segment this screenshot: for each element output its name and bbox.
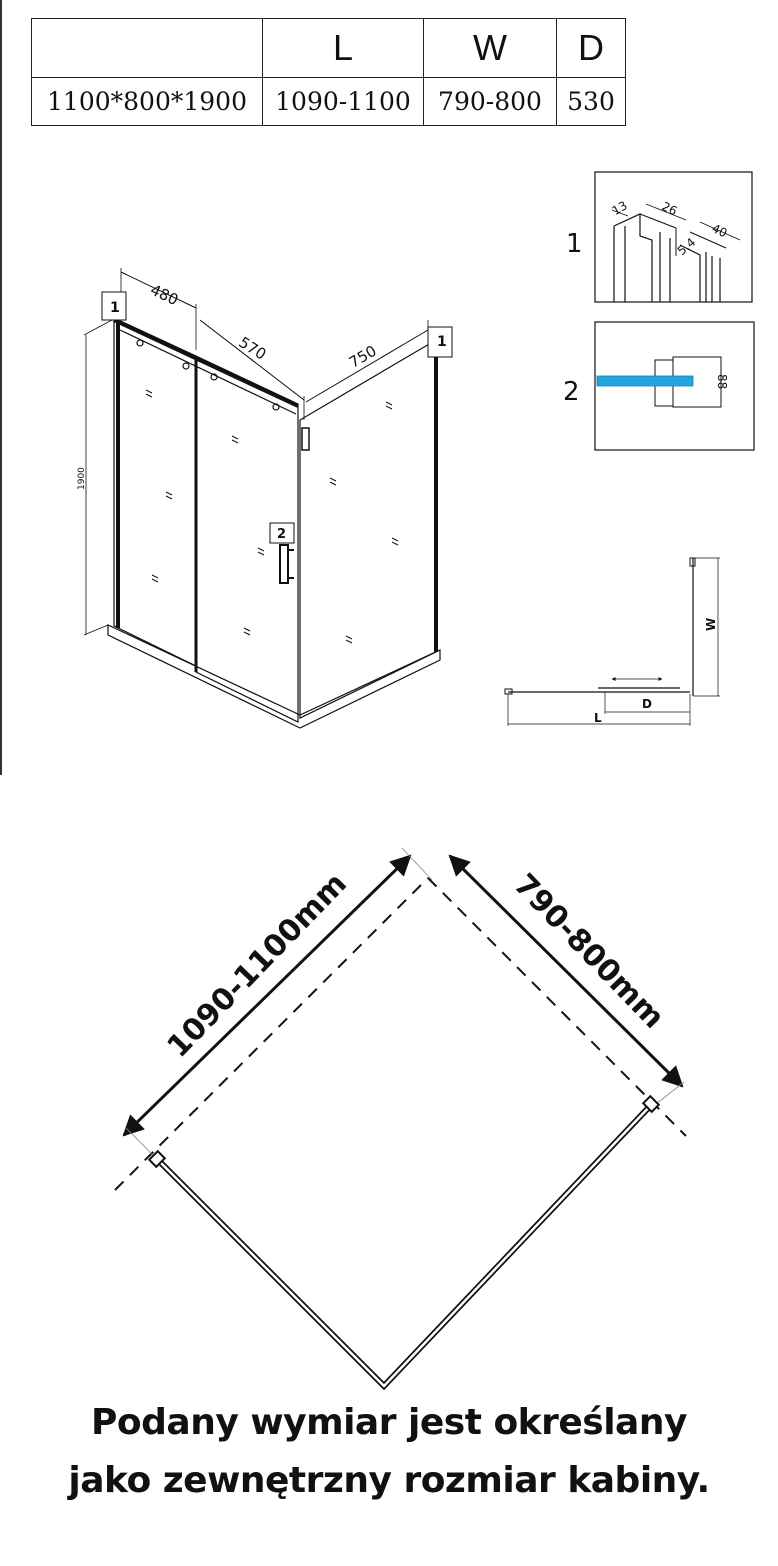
roller-3 — [210, 373, 218, 381]
corner-dashed-right — [427, 877, 687, 1137]
corner-length-label: 1090-1100mm — [161, 866, 354, 1064]
note-line-2: jako zewnętrzny rozmiar kabiny. — [68, 1460, 710, 1501]
dim-label-1900: 1900 — [77, 467, 87, 490]
marker-box-1-right — [427, 326, 453, 358]
roller-4 — [272, 403, 280, 411]
marker-1-left: 1 — [110, 300, 120, 316]
corner-left-cap — [147, 1149, 167, 1169]
detail-2-glass — [596, 375, 694, 387]
spec-value-w: 790-800 — [423, 77, 557, 126]
corner-panels-inner — [157, 1103, 653, 1388]
detail-1-dim-40: 40 — [710, 221, 730, 240]
detail-1-frame — [594, 171, 753, 303]
right-side-panel — [299, 338, 437, 719]
corner-ext-right — [655, 1081, 685, 1105]
shower-tray — [107, 624, 441, 729]
detail-1-profile — [594, 171, 753, 303]
plan-label-l: L — [594, 711, 602, 725]
spec-value-size: 1100*800*1900 — [31, 77, 263, 126]
ext-line-5 — [83, 319, 113, 336]
dim-line-570 — [199, 319, 305, 401]
ext-line-6 — [83, 624, 109, 636]
detail-1-dim-5-4: 5.4 — [675, 235, 699, 258]
spec-table: L W D 1100*800*1900 1090-1100 790-800 53… — [31, 18, 626, 126]
detail-2-frame — [594, 321, 755, 451]
plan-front-cap — [504, 688, 513, 695]
spec-value-d: 530 — [556, 77, 626, 126]
marker-2: 2 — [277, 527, 286, 542]
detail-2-label: 2 — [563, 377, 580, 407]
d1-dim-26 — [645, 203, 687, 221]
corner-dim-length — [122, 854, 412, 1137]
corner-panels-outer — [155, 1101, 655, 1391]
roller-2 — [182, 362, 190, 370]
corner-right-cap — [641, 1094, 661, 1114]
dim-label-480: 480 — [148, 281, 182, 309]
glass-reflection-marks — [145, 389, 399, 644]
dim-line-480 — [120, 271, 197, 309]
corner-bracket — [301, 427, 310, 451]
roller-1 — [136, 339, 144, 347]
dim-label-750: 750 — [346, 342, 380, 372]
detail-2-dim-88: 88 — [715, 374, 729, 389]
d1-dim-13 — [611, 209, 629, 217]
plan-label-d: D — [642, 697, 652, 711]
dim-label-570: 570 — [236, 333, 270, 363]
plan-view — [504, 557, 720, 726]
corner-dim-width — [448, 854, 684, 1088]
top-rail-lower — [119, 329, 297, 415]
spec-value-l: 1090-1100 — [262, 77, 424, 126]
left-fixed-panel — [113, 317, 197, 667]
marker-1-right: 1 — [437, 334, 447, 350]
left-border-rule — [0, 0, 2, 775]
note-line-1: Podany wymiar jest określany — [91, 1402, 687, 1443]
plan-side-cap — [689, 557, 696, 567]
top-rail — [113, 318, 299, 408]
corner-width-label: 790-800mm — [507, 867, 671, 1035]
detail-1-dim-13: 13 — [610, 198, 630, 218]
plan-label-w: W — [704, 618, 718, 631]
spec-table-header-row: L W D — [31, 18, 626, 78]
corner-ext-top — [401, 847, 433, 881]
dim-line-750 — [305, 329, 429, 403]
spec-header-d: D — [556, 18, 626, 78]
marker-box-2 — [269, 522, 295, 544]
detail-1-label: 1 — [566, 229, 583, 259]
detail-2-handle — [594, 321, 755, 451]
corner-plan — [114, 847, 687, 1391]
detail-1-dim-26: 26 — [660, 199, 680, 218]
spec-table-value-row: 1100*800*1900 1090-1100 790-800 530 — [31, 77, 626, 126]
door-handle — [279, 544, 289, 584]
marker-box-1-left — [101, 291, 127, 321]
corner-ext-left — [125, 1127, 157, 1159]
d1-dim-40 — [699, 221, 741, 241]
iso-shower-view — [83, 268, 453, 729]
